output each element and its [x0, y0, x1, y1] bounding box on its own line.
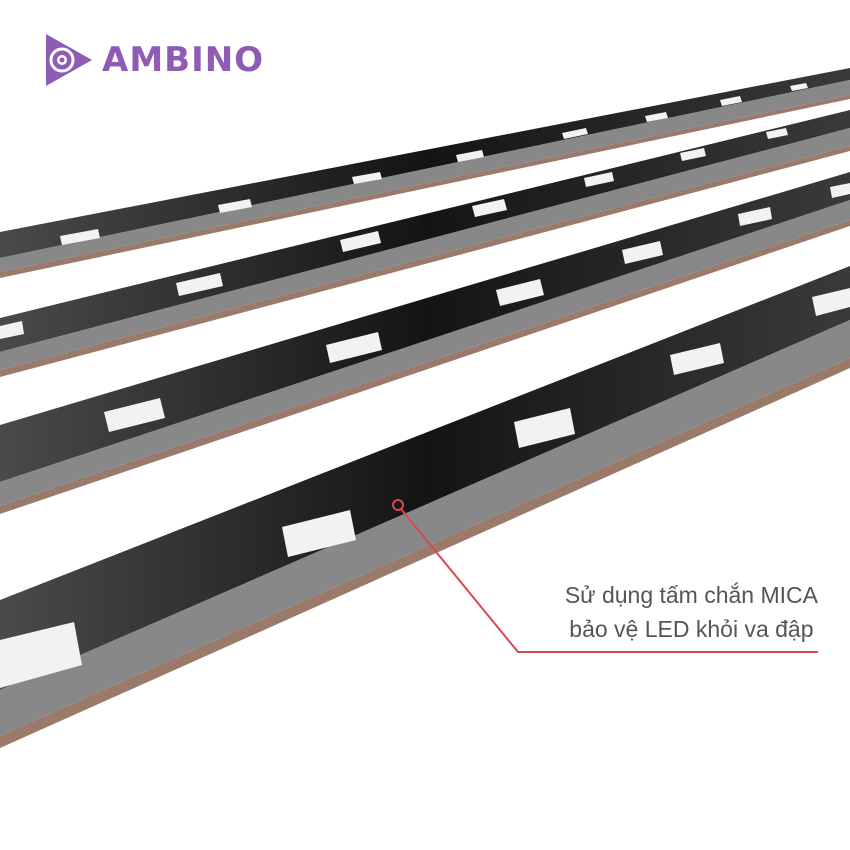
caption-line-1: Sử dụng tấm chắn MICA: [564, 582, 818, 608]
led-strip-2: [0, 110, 850, 377]
led-strip-3: [0, 172, 850, 514]
led-strip-4: [0, 266, 850, 748]
play-eye-logo-icon: [46, 34, 92, 86]
led-strip-1: [0, 68, 850, 278]
callout-line: [392, 499, 818, 653]
brand-name: AMBINO: [102, 40, 265, 80]
caption-line-2: bảo vệ LED khỏi va đập: [569, 616, 814, 642]
brand-logo: AMBINO: [44, 32, 264, 88]
feature-caption: Sử dụng tấm chắn MICA bảo vệ LED khỏi va…: [565, 578, 818, 646]
